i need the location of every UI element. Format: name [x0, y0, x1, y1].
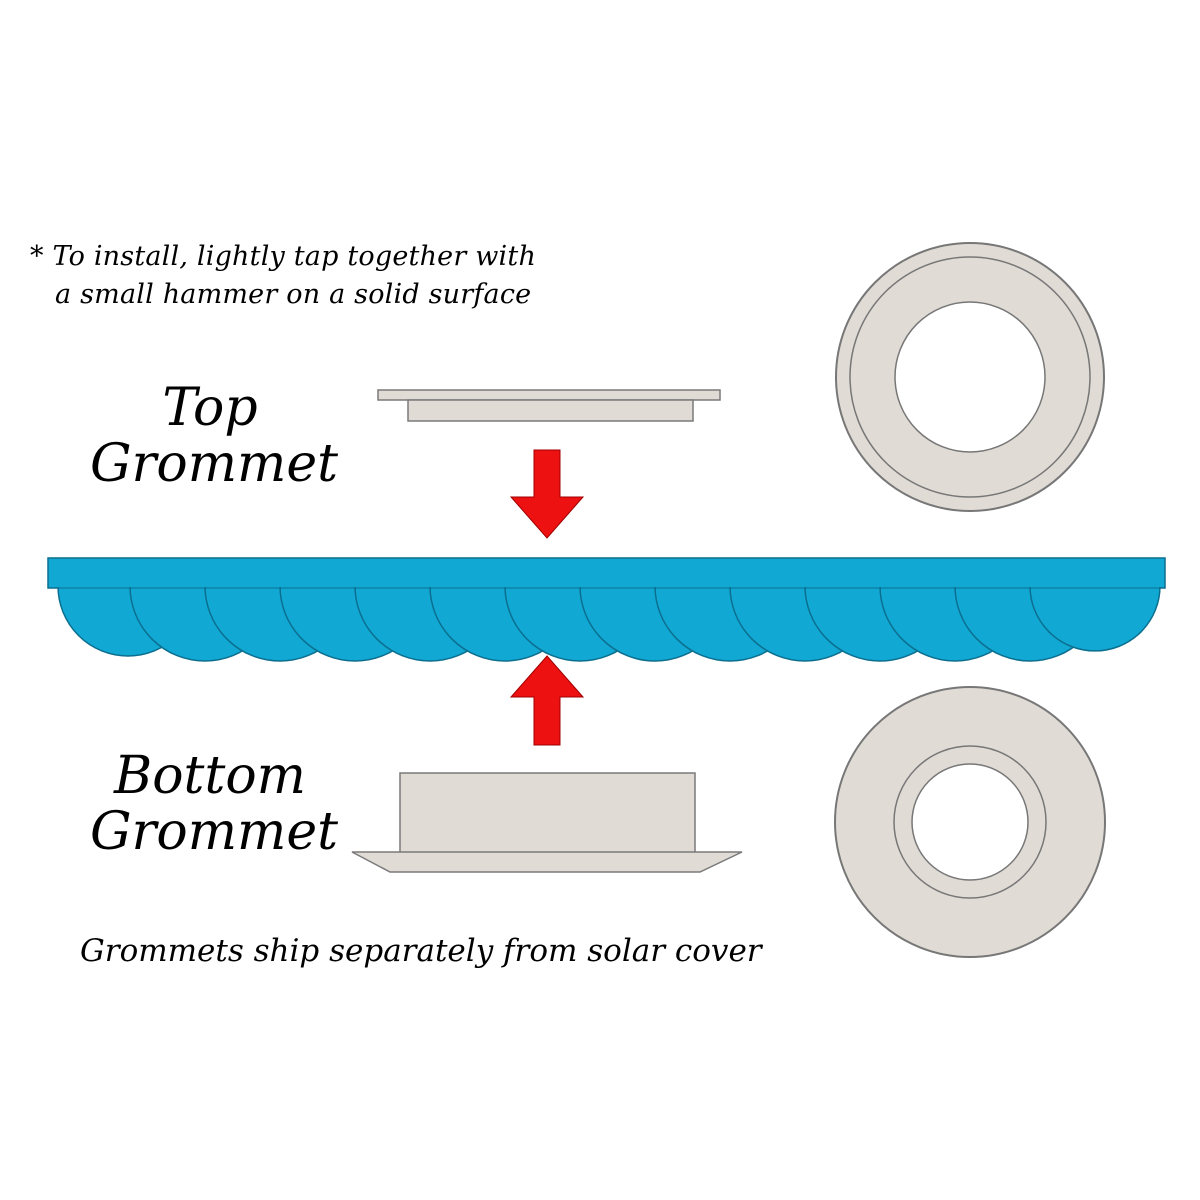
bottom-grommet-label-line-2: Grommet: [90, 802, 338, 862]
instructions-line-2: a small hammer on a solid surface: [55, 279, 532, 310]
top-grommet-front-view: [835, 242, 1105, 512]
shipping-note: Grommets ship separately from solar cove…: [80, 933, 762, 969]
instructions-line-1: * To install, lightly tap together with: [30, 241, 537, 272]
bottom-grommet-front-view: [834, 686, 1106, 958]
top-grommet-side-view: [377, 389, 721, 422]
solar-cover-cross-section: [47, 557, 1166, 662]
bottom-grommet-side-view: [351, 772, 743, 873]
top-grommet-label: Top Grommet: [90, 378, 338, 494]
installation-instructions: * To install, lightly tap together with …: [30, 238, 536, 314]
top-grommet-label-line-1: Top: [162, 378, 258, 438]
top-grommet-label-line-2: Grommet: [90, 434, 338, 494]
bottom-grommet-label-line-1: Bottom: [114, 746, 306, 806]
down-arrow-icon: [509, 449, 585, 539]
bottom-grommet-label: Bottom Grommet: [90, 746, 338, 862]
up-arrow-icon: [509, 655, 585, 746]
